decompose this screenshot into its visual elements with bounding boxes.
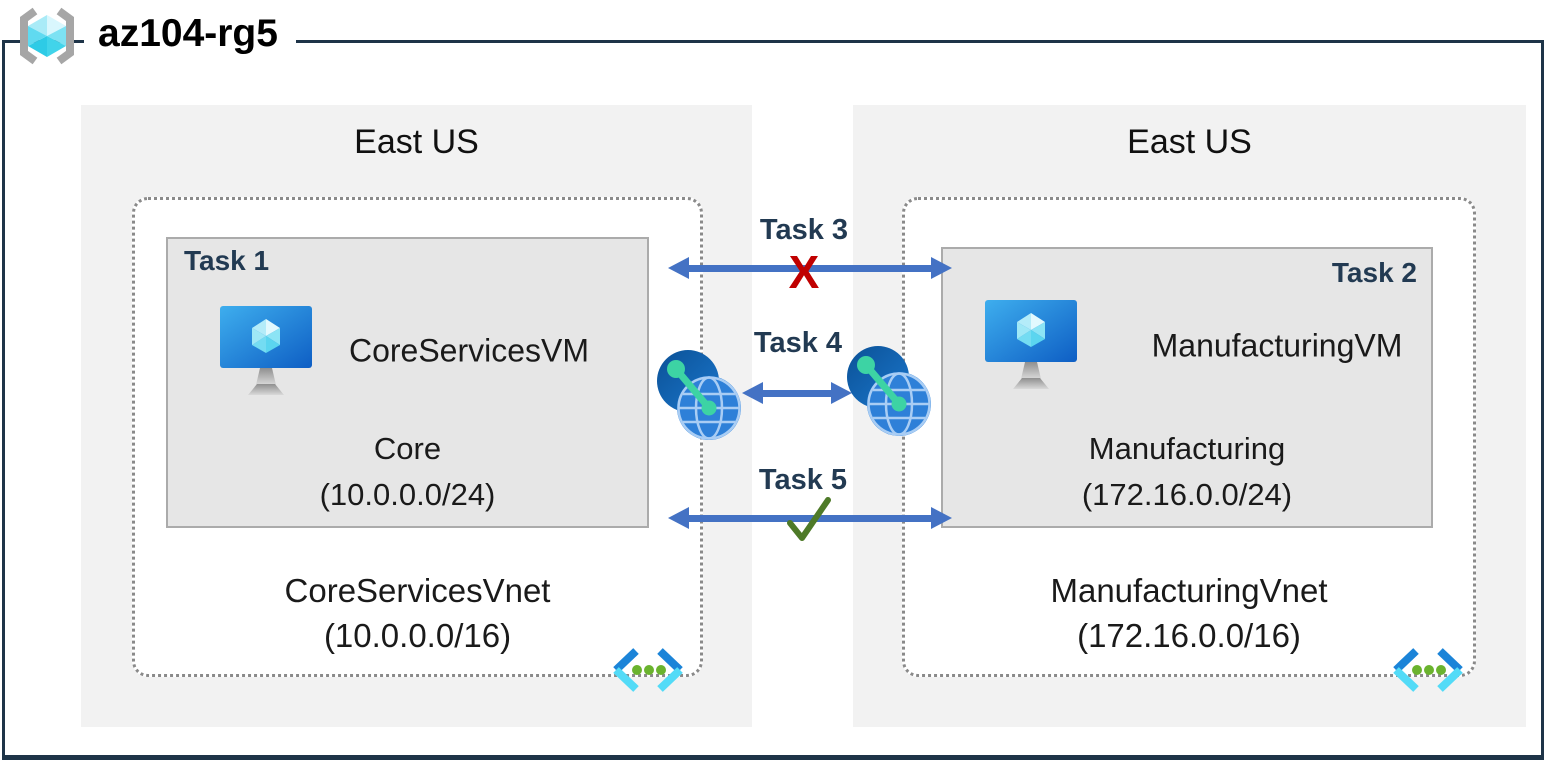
vm-icon	[220, 306, 312, 395]
task-4-arrow	[742, 382, 852, 404]
vnet-name: CoreServicesVnet	[284, 572, 551, 609]
task-3-label: Task 3	[759, 214, 849, 246]
subnet-name: Core	[373, 431, 442, 466]
vnet-icon	[613, 648, 683, 692]
region-right-title: East US	[1127, 123, 1252, 161]
subnet-core: Task 1 CoreServicesVM Core (10.0.0.0/24)	[166, 237, 649, 528]
resource-group-frame	[2, 40, 1544, 760]
vnet-caption: ManufacturingVnet (172.16.0.0/16)	[905, 568, 1473, 658]
vnet-peering-icon	[657, 350, 741, 440]
subnet-cidr: (172.16.0.0/24)	[1081, 477, 1293, 512]
vnet-caption: CoreServicesVnet (10.0.0.0/16)	[135, 568, 700, 658]
vnet-coreservices: Task 1 CoreServicesVM Core (10.0.0.0/24)	[132, 197, 703, 692]
vm-icon	[985, 300, 1077, 389]
subnet-caption: Core (10.0.0.0/24)	[168, 426, 647, 518]
task-3-arrow	[668, 257, 952, 279]
task-1-tag: Task 1	[184, 245, 270, 276]
resource-group-header: az104-rg5	[10, 6, 296, 66]
region-left-title: East US	[354, 123, 479, 161]
task-4-label: Task 4	[753, 327, 843, 359]
subnet-caption: Manufacturing (172.16.0.0/24)	[943, 426, 1431, 518]
vnet-cidr: (10.0.0.0/16)	[323, 617, 512, 654]
check-icon	[787, 497, 831, 541]
resource-group-icon	[20, 7, 74, 65]
vnet-manufacturing: Task 2 ManufacturingVM Manufacturing (17…	[902, 197, 1476, 692]
task-5-arrow	[668, 507, 952, 529]
task-2-tag: Task 2	[1331, 257, 1417, 288]
vnet-peering-icon	[847, 346, 931, 436]
vm-name: CoreServicesVM	[348, 332, 590, 369]
subnet-manufacturing: Task 2 ManufacturingVM Manufacturing (17…	[941, 247, 1433, 528]
region-left: East US Task 1 CoreServicesVM Core	[81, 105, 752, 727]
resource-group-name: az104-rg5	[84, 8, 296, 64]
subnet-name: Manufacturing	[1088, 431, 1286, 466]
vnet-icon	[1393, 648, 1463, 692]
region-right: East US Task 2 ManufacturingVM Manuf	[853, 105, 1526, 727]
x-mark: X	[788, 246, 820, 298]
vnet-cidr: (172.16.0.0/16)	[1077, 617, 1301, 654]
vm-name: ManufacturingVM	[1151, 327, 1403, 364]
task-5-label: Task 5	[758, 464, 848, 496]
vnet-name: ManufacturingVnet	[1050, 572, 1328, 609]
subnet-cidr: (10.0.0.0/24)	[319, 477, 496, 512]
